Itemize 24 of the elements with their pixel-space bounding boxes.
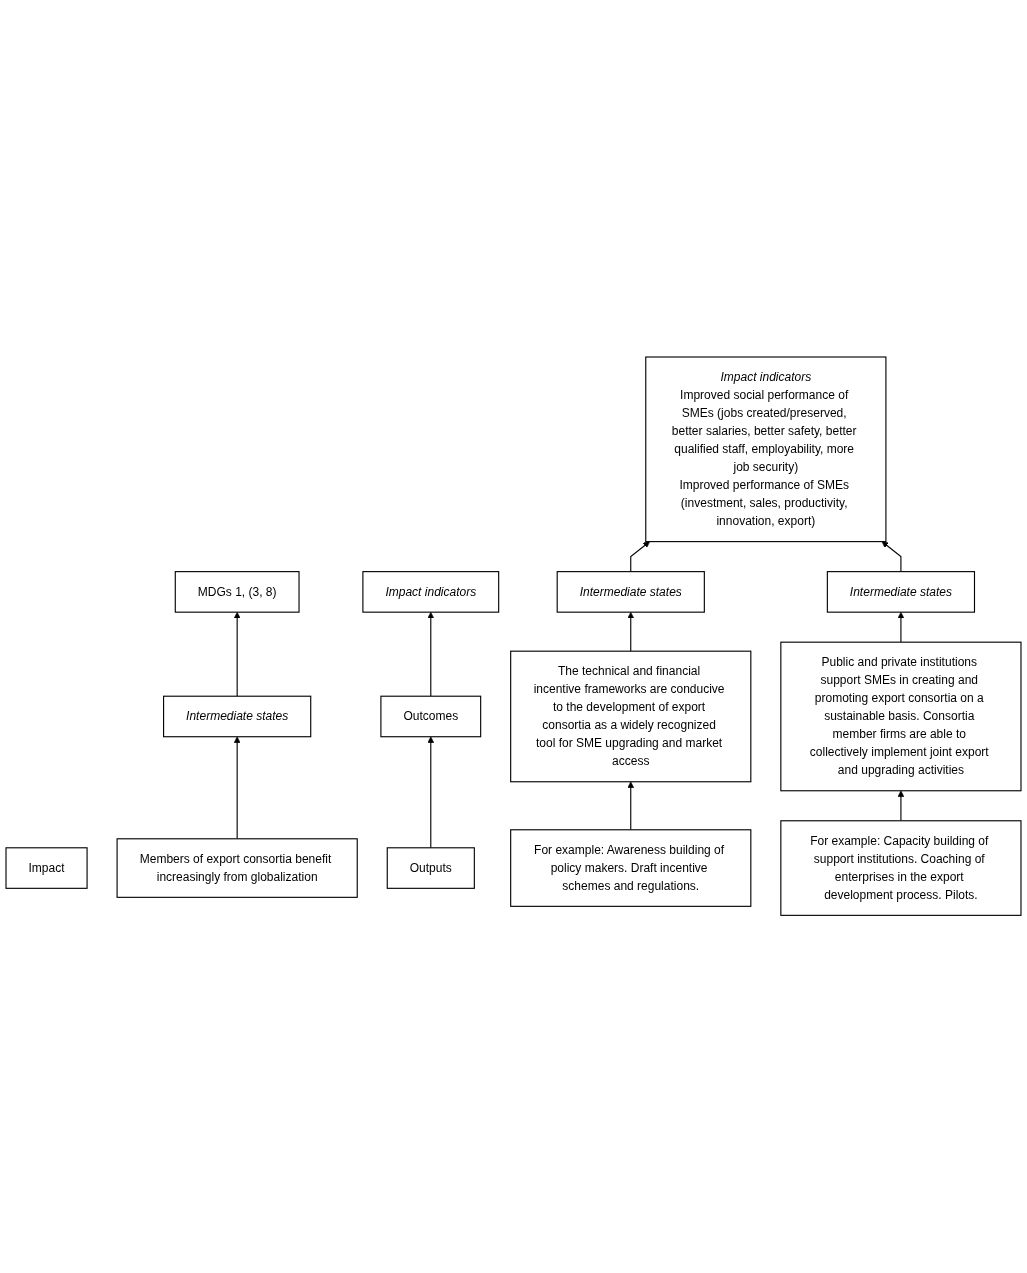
node-box: Intermediate states (163, 695, 312, 738)
arrow (897, 790, 905, 822)
node-box: Impact indicators Improved social performance of SMEs (jobs created/preserved, better salaries, better safety, better qualified staff, employability, more job security) Improved performance of SMEs (investment, sales, productivity, innovation, export) (645, 356, 887, 543)
node-box: MDGs 1, (3, 8) (174, 571, 300, 614)
arrow (627, 612, 635, 653)
arrow (881, 541, 902, 573)
node-box: Impact (5, 847, 88, 890)
node-box: Impact indicators (362, 571, 500, 614)
node-box: For example: Capacity building of support institutions. Coaching of enterprises in the export development process. Pilots. (780, 820, 1022, 917)
node-box: Public and private institutions support SMEs in creating and promoting export consortia on a sustainable basis. Consortia member firms are able to collectively implement joint export and upgrading activities (780, 641, 1022, 792)
arrow (627, 781, 635, 831)
node-box: The technical and financial incentive frameworks are conducive to the development of export consortia as a widely recognized tool for SME upgrading and market access (510, 650, 752, 783)
node-box: Outputs (386, 847, 475, 890)
arrow (897, 612, 905, 644)
node-box: Members of export consortia benefit increasingly from globalization (116, 838, 358, 899)
arrow (427, 612, 435, 698)
arrow (233, 612, 241, 698)
arrow (427, 736, 435, 849)
node-box: Intermediate states (826, 571, 976, 614)
arrow (233, 736, 241, 840)
node-box: Intermediate states (556, 571, 705, 614)
node-box: For example: Awareness building of policy makers. Draft incentive schemes and regulations. (510, 829, 752, 908)
node-box: Outcomes (380, 695, 482, 738)
arrow (630, 541, 650, 573)
